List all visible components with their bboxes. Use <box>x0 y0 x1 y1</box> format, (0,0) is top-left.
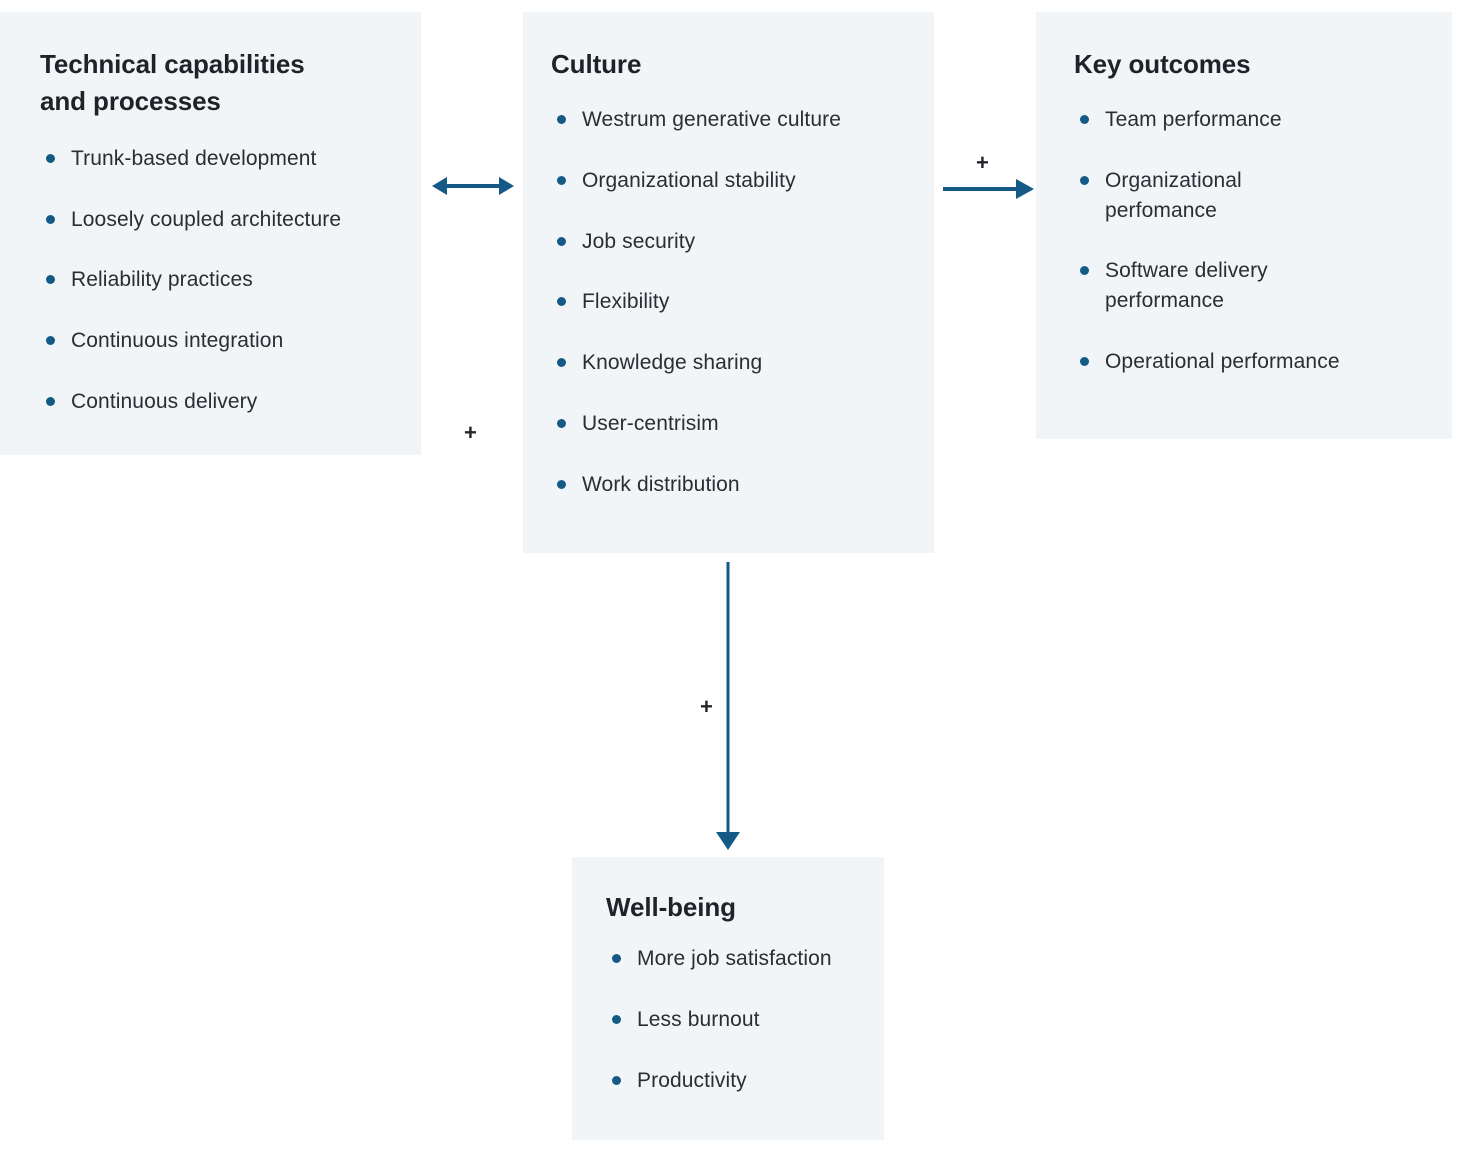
list-item-label: Knowledge sharing <box>582 351 763 375</box>
bullet-dot-icon <box>1080 356 1089 366</box>
bullet-dot-icon <box>612 953 621 963</box>
list-item: Reliability practices <box>40 265 397 295</box>
box-culture-list: Westrum generative culture Organizationa… <box>551 105 914 500</box>
box-technical-capabilities: Technical capabilities and processes Tru… <box>0 12 421 455</box>
list-item-label: Less burnout <box>637 1007 760 1031</box>
list-item: Continuous integration <box>40 326 397 356</box>
bullet-dot-icon <box>612 1014 621 1024</box>
list-item-label: Reliability practices <box>71 268 253 292</box>
bullet-dot-icon <box>557 114 566 124</box>
list-item: Work distribution <box>551 470 914 500</box>
list-item-label: Continuous delivery <box>71 390 258 414</box>
connector-culture-to-well-being-arrow <box>716 562 740 850</box>
box-culture-title: Culture <box>551 49 642 79</box>
box-key-outcomes-title: Key outcomes <box>1074 49 1251 79</box>
connector-technical-to-culture-double-arrow <box>432 177 514 195</box>
list-item: Flexibility <box>551 287 914 317</box>
list-item: Organizational perfomance <box>1074 166 1305 226</box>
plus-label-culture-wellbeing: + <box>700 694 713 719</box>
list-item-label: Productivity <box>637 1068 747 1092</box>
box-well-being-list: More job satisfaction Less burnout Produ… <box>606 944 864 1095</box>
list-item-label: Trunk-based development <box>71 146 317 170</box>
box-technical-capabilities-list: Trunk-based development Loosely coupled … <box>40 144 397 417</box>
bullet-dot-icon <box>1080 175 1089 185</box>
list-item-label: More job satisfaction <box>637 946 832 970</box>
bullet-dot-icon <box>557 479 566 489</box>
list-item: Loosely coupled architecture <box>40 205 397 235</box>
bullet-dot-icon <box>1080 266 1089 276</box>
bullet-dot-icon <box>557 175 566 185</box>
list-item-label: Software delivery performance <box>1105 259 1268 313</box>
plus-label-culture-outcomes: + <box>976 150 989 175</box>
list-item-label: Organizational stability <box>582 168 796 192</box>
bullet-dot-icon <box>46 275 55 285</box>
list-item: Job security <box>551 227 914 257</box>
box-key-outcomes-list: Team performance Organizational perfoman… <box>1074 105 1432 377</box>
list-item-label: Team performance <box>1105 107 1282 131</box>
bullet-dot-icon <box>46 153 55 163</box>
bullet-dot-icon <box>557 297 566 307</box>
list-item-label: Job security <box>582 229 696 253</box>
bullet-dot-icon <box>1080 114 1089 124</box>
bullet-dot-icon <box>612 1075 621 1085</box>
connector-culture-to-key-outcomes-arrow <box>943 179 1034 199</box>
list-item: Team performance <box>1074 105 1432 135</box>
box-well-being-title: Well-being <box>606 892 736 922</box>
list-item: Productivity <box>606 1066 864 1096</box>
bullet-dot-icon <box>557 236 566 246</box>
list-item-label: Loosely coupled architecture <box>71 207 342 231</box>
bullet-dot-icon <box>46 214 55 224</box>
list-item: Continuous delivery <box>40 387 397 417</box>
list-item: More job satisfaction <box>606 944 864 974</box>
list-item: Software delivery performance <box>1074 256 1320 316</box>
list-item-label: Westrum generative culture <box>582 107 841 131</box>
bullet-dot-icon <box>557 358 566 368</box>
list-item-label: Work distribution <box>582 472 740 496</box>
box-key-outcomes: Key outcomes Team performance Organizati… <box>1036 12 1452 439</box>
list-item-label: Operational performance <box>1105 349 1340 373</box>
list-item: Trunk-based development <box>40 144 397 174</box>
box-culture: Culture Westrum generative culture Organ… <box>523 12 934 553</box>
plus-label-technical-culture: + <box>464 420 477 445</box>
list-item: Westrum generative culture <box>551 105 914 135</box>
box-technical-capabilities-title: Technical capabilities and processes <box>40 49 305 116</box>
list-item-label: Continuous integration <box>71 329 284 353</box>
list-item-label: Flexibility <box>582 290 670 314</box>
list-item: Organizational stability <box>551 166 914 196</box>
list-item: Less burnout <box>606 1005 864 1035</box>
list-item: Operational performance <box>1074 347 1432 377</box>
bullet-dot-icon <box>46 397 55 407</box>
list-item: Knowledge sharing <box>551 348 914 378</box>
bullet-dot-icon <box>46 336 55 346</box>
bullet-dot-icon <box>557 418 566 428</box>
box-well-being: Well-being More job satisfaction Less bu… <box>572 857 884 1140</box>
list-item: User-centrisim <box>551 409 914 439</box>
list-item-label: User-centrisim <box>582 411 719 435</box>
list-item-label: Organizational perfomance <box>1105 168 1242 222</box>
